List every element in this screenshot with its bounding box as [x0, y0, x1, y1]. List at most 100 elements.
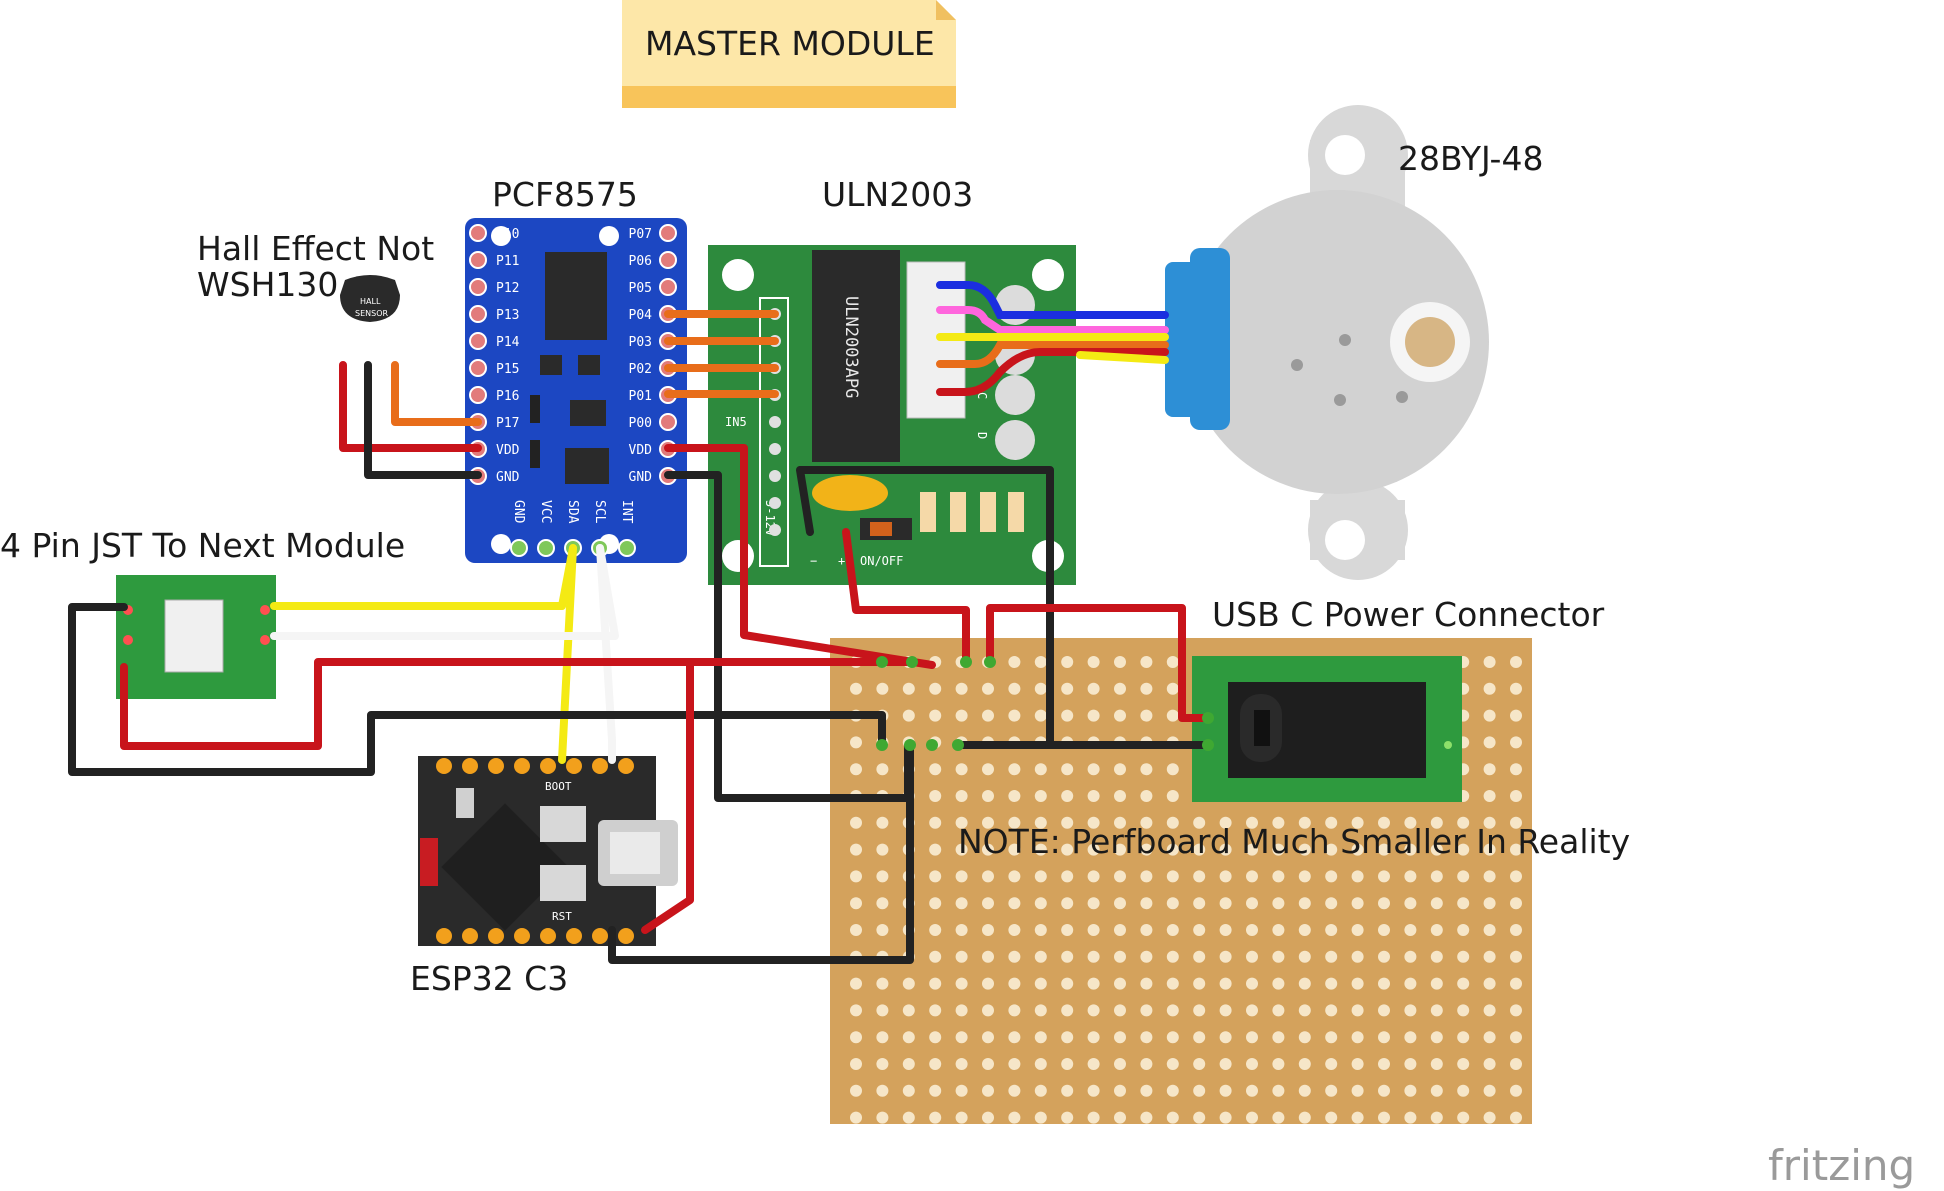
perf-hole: [1061, 843, 1074, 856]
perf-hole: [1166, 870, 1179, 883]
wiring: [68, 310, 1212, 964]
perf-hole: [1114, 1111, 1126, 1124]
pcf-pin-label: P01: [629, 389, 652, 404]
perf-hole: [1483, 790, 1496, 802]
perf-hole: [1008, 682, 1021, 695]
perf-hole: [1193, 816, 1206, 829]
esp-pin-top: [514, 758, 530, 774]
perf-hole: [1510, 682, 1522, 695]
perf-hole: [1378, 924, 1390, 936]
perf-hole: [1483, 924, 1496, 936]
perf-hole: [1193, 1031, 1206, 1044]
perf-hole: [876, 1111, 889, 1124]
perf-hole: [1325, 950, 1338, 963]
perf-hole: [1114, 763, 1126, 776]
perf-hole: [1061, 816, 1074, 829]
perf-hole: [1510, 870, 1522, 883]
perf-hole: [955, 897, 968, 910]
perf-hole: [1061, 897, 1074, 910]
perf-hole: [850, 1111, 862, 1124]
perf-hole: [1087, 682, 1100, 695]
esp-pin-top: [436, 758, 452, 774]
perf-hole: [902, 1058, 915, 1070]
perf-hole: [1246, 1031, 1258, 1044]
perf-hole: [1034, 763, 1047, 776]
pcf-pin: [659, 224, 677, 242]
perf-hole: [1034, 709, 1047, 722]
perf-hole: [1219, 816, 1232, 829]
perf-hole: [1272, 1031, 1285, 1044]
jst-label: 4 Pin JST To Next Module: [0, 526, 405, 565]
perf-hole: [1325, 816, 1338, 829]
perf-hole: [1378, 897, 1390, 910]
perf-hole: [1510, 843, 1522, 856]
perf-hole: [1272, 924, 1285, 936]
perf-hole: [1430, 1058, 1443, 1070]
perf-hole: [1114, 843, 1126, 856]
pcf-pin-label: P07: [629, 227, 652, 242]
perf-hole: [1166, 816, 1179, 829]
perf-hole: [876, 897, 889, 910]
perf-hole: [955, 1031, 968, 1044]
perf-hole: [1483, 709, 1496, 722]
perf-hole: [1166, 790, 1179, 802]
uln-chip-label: ULN2003APG: [841, 296, 861, 398]
perf-hole: [1272, 950, 1285, 963]
perf-hole: [1510, 1004, 1522, 1017]
perf-hole: [1087, 950, 1100, 963]
perf-hole: [1166, 977, 1179, 990]
pcf-pin-label: P12: [496, 281, 519, 296]
perf-hole: [1140, 924, 1153, 936]
perf-hole: [1114, 897, 1126, 910]
perf-hole: [1140, 709, 1153, 722]
perf-hole: [1166, 1084, 1179, 1097]
wire-endpoints: [876, 656, 1214, 751]
perf-hole: [1140, 763, 1153, 776]
perf-hole: [1008, 816, 1021, 829]
perf-hole: [1166, 656, 1179, 668]
perf-hole: [1193, 1111, 1206, 1124]
perf-hole: [1140, 816, 1153, 829]
perf-hole: [1272, 1084, 1285, 1097]
uln2003-board: ULN2003APG IN5 5-12V ON/OFF − + C D: [708, 245, 1076, 585]
perf-hole: [1430, 1084, 1443, 1097]
perf-hole: [1140, 1031, 1153, 1044]
perf-hole: [1298, 1031, 1311, 1044]
pcf-pin: [469, 224, 487, 242]
motor-label: 28BYJ-48: [1398, 139, 1543, 178]
perf-hole: [1061, 1111, 1074, 1124]
esp-pin-top: [488, 758, 504, 774]
perf-hole: [1219, 977, 1232, 990]
perf-hole: [1351, 843, 1364, 856]
perf-hole: [1325, 870, 1338, 883]
perf-hole: [929, 843, 942, 856]
perf-hole: [1034, 897, 1047, 910]
perf-hole: [876, 1004, 889, 1017]
perf-hole: [1430, 870, 1443, 883]
perf-hole: [1219, 1084, 1232, 1097]
hall-label-line2: WSH130: [197, 265, 338, 304]
uln-pin: [769, 443, 781, 455]
perf-hole: [1087, 709, 1100, 722]
perf-hole: [1404, 897, 1417, 910]
perf-hole: [1430, 897, 1443, 910]
perf-hole: [1378, 1084, 1390, 1097]
perf-hole: [1325, 897, 1338, 910]
perf-hole: [1114, 977, 1126, 990]
perf-hole: [1457, 1031, 1470, 1044]
perf-hole: [1272, 843, 1285, 856]
perf-hole: [1087, 1004, 1100, 1017]
perf-hole: [1404, 1084, 1417, 1097]
uln2003-label: ULN2003: [822, 175, 973, 214]
perf-hole: [955, 950, 968, 963]
esp-pin-bottom: [514, 928, 530, 944]
perf-hole: [1061, 656, 1074, 668]
perf-hole: [1298, 843, 1311, 856]
perf-hole: [1430, 816, 1443, 829]
perf-hole: [1483, 1004, 1496, 1017]
perf-hole: [1246, 1111, 1258, 1124]
perf-hole: [1166, 709, 1179, 722]
perf-hole: [902, 1031, 915, 1044]
pcf-pin-label: P14: [496, 335, 520, 350]
